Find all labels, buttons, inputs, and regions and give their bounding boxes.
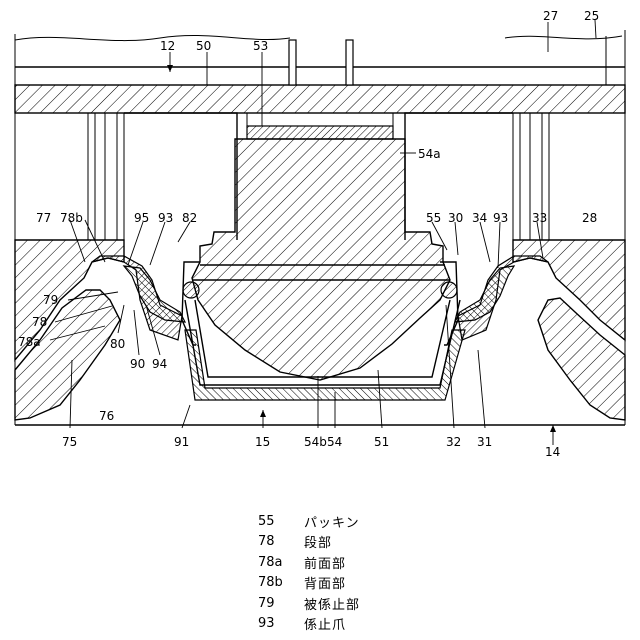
label-34: 34 xyxy=(472,211,487,225)
legend-number: 93 xyxy=(258,616,304,631)
label-80: 80 xyxy=(110,337,125,351)
label-54b: 54b xyxy=(304,435,327,449)
label-54a: 54a xyxy=(418,147,441,161)
label-93-right: 93 xyxy=(493,211,508,225)
legend-number: 78 xyxy=(258,534,304,549)
left-seal-ring xyxy=(183,282,199,298)
packing-53 xyxy=(247,126,393,139)
label-27: 27 xyxy=(543,9,558,23)
left-vertical-bars xyxy=(88,113,124,240)
label-82: 82 xyxy=(182,211,197,225)
label-14: 14 xyxy=(545,445,560,459)
pin-right xyxy=(346,40,353,85)
pin-left xyxy=(289,40,296,85)
legend-term: パッキン xyxy=(304,512,360,531)
arrow-12 xyxy=(167,65,173,72)
break-line-right xyxy=(505,36,622,39)
label-95: 95 xyxy=(134,211,149,225)
label-25: 25 xyxy=(584,9,599,23)
legend-number: 78a xyxy=(258,555,304,570)
label-15: 15 xyxy=(255,435,270,449)
main-body-54 xyxy=(192,139,450,380)
break-line-left xyxy=(15,35,290,40)
label-54: 54 xyxy=(327,435,342,449)
label-78: 78 xyxy=(32,315,47,329)
label-93-left: 93 xyxy=(158,211,173,225)
label-33: 33 xyxy=(532,211,547,225)
legend-number: 79 xyxy=(258,596,304,611)
label-50: 50 xyxy=(196,39,211,53)
label-78a: 78a xyxy=(18,335,41,349)
label-79: 79 xyxy=(43,293,58,307)
legend-term: 被係止部 xyxy=(304,594,360,613)
label-94: 94 xyxy=(152,357,167,371)
legend-term: 背面部 xyxy=(304,573,346,592)
legend-term: 係止爪 xyxy=(304,614,346,633)
legend-row: 78 段部 xyxy=(258,532,360,553)
legend: 55 パッキン 78 段部 78a 前面部 78b 背面部 79 被係止部 93… xyxy=(258,511,360,634)
legend-row: 78a 前面部 xyxy=(258,552,360,573)
legend-row: 93 係止爪 xyxy=(258,614,360,635)
arrow-14 xyxy=(550,425,556,432)
packing-recess xyxy=(247,113,393,126)
legend-number: 55 xyxy=(258,514,304,529)
right-seal-ring xyxy=(441,282,457,298)
legend-row: 79 被係止部 xyxy=(258,593,360,614)
legend-row: 78b 背面部 xyxy=(258,573,360,594)
arrow-15 xyxy=(260,410,266,417)
left-claw-93 xyxy=(124,266,185,322)
label-12: 12 xyxy=(160,39,175,53)
label-75: 75 xyxy=(62,435,77,449)
label-55: 55 xyxy=(426,211,441,225)
legend-number: 78b xyxy=(258,575,304,590)
label-32: 32 xyxy=(446,435,461,449)
label-90: 90 xyxy=(130,357,145,371)
legend-row: 55 パッキン xyxy=(258,511,360,532)
label-78b: 78b xyxy=(60,211,83,225)
label-53: 53 xyxy=(253,39,268,53)
label-28: 28 xyxy=(582,211,597,225)
label-31: 31 xyxy=(477,435,492,449)
label-30: 30 xyxy=(448,211,463,225)
label-91: 91 xyxy=(174,435,189,449)
right-claw-93 xyxy=(455,266,514,322)
label-77: 77 xyxy=(36,211,51,225)
label-76: 76 xyxy=(99,409,114,423)
legend-term: 段部 xyxy=(304,532,332,551)
label-51: 51 xyxy=(374,435,389,449)
legend-term: 前面部 xyxy=(304,553,346,572)
top-panel-50 xyxy=(15,85,625,113)
